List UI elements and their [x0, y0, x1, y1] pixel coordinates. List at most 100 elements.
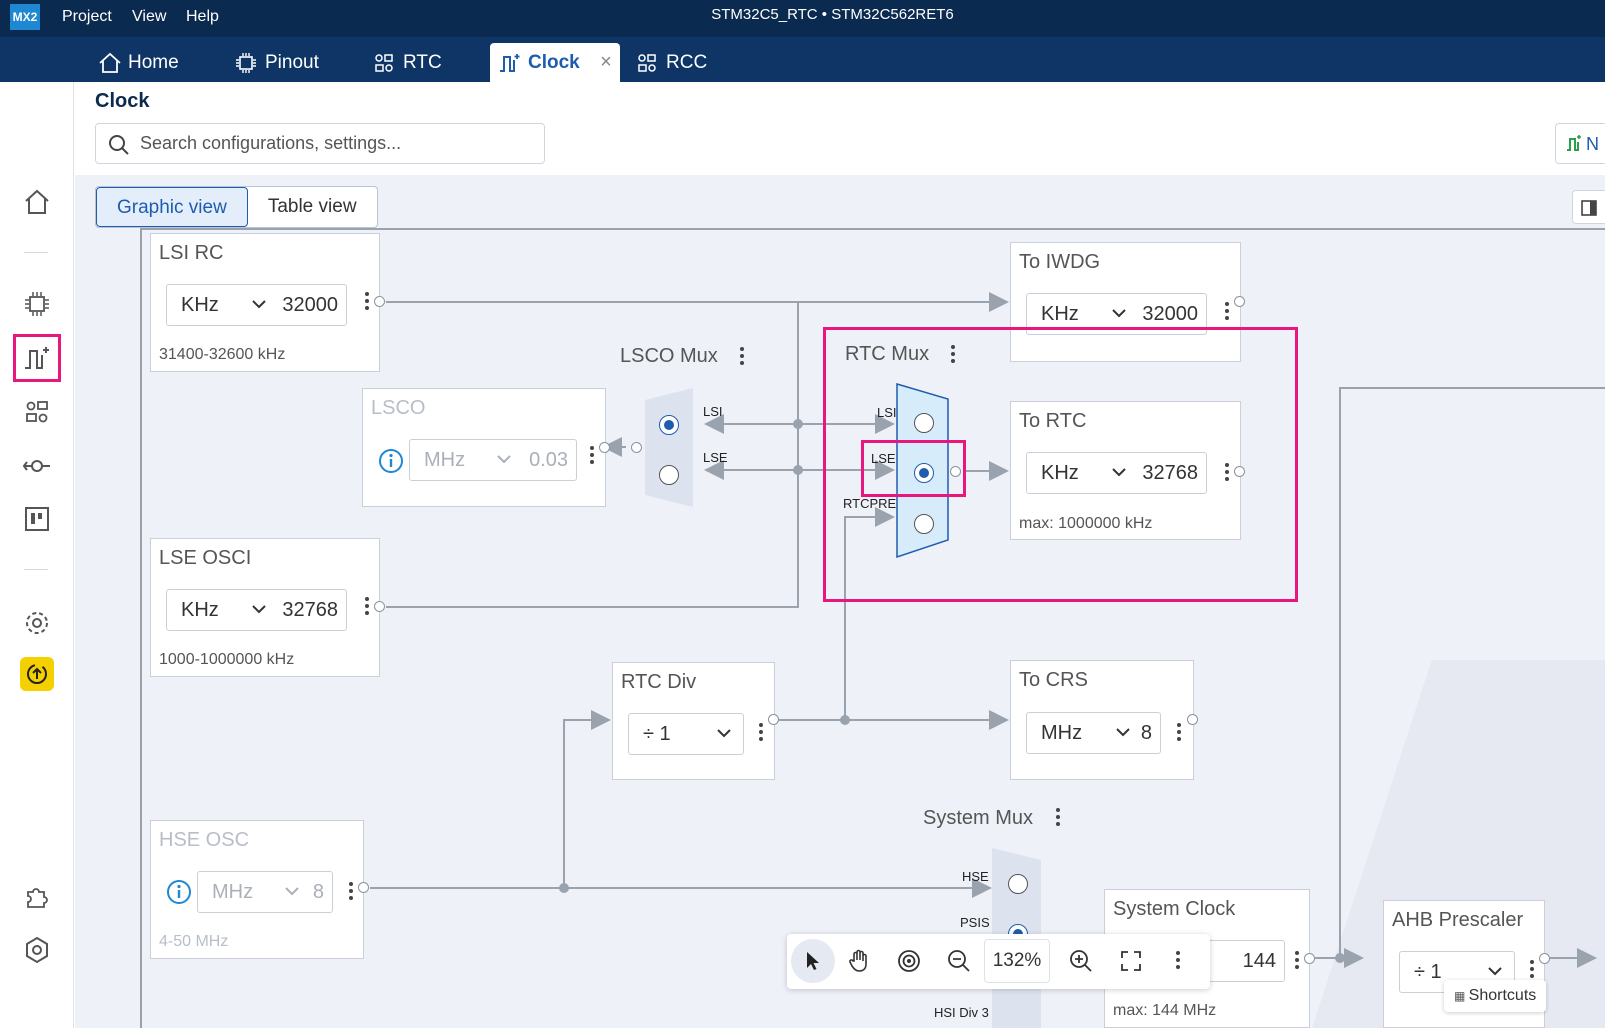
search-input[interactable] — [140, 124, 540, 163]
system-mux-radio-hse[interactable] — [1008, 874, 1028, 894]
canvas-toolbar: 132% — [787, 934, 1210, 989]
menu-help[interactable]: Help — [186, 8, 219, 25]
output-port[interactable] — [1304, 953, 1315, 964]
rail-middleware[interactable] — [20, 449, 54, 483]
close-icon[interactable]: × — [600, 51, 612, 73]
rtc-mux-radio-rtcpre[interactable] — [914, 514, 934, 534]
kebab-menu-icon[interactable] — [365, 292, 371, 313]
window-title: STM32C5_RTC • STM32C562RET6 — [711, 6, 954, 23]
search-icon — [109, 135, 129, 155]
side-panel-toggle[interactable] — [1572, 190, 1605, 224]
kebab-menu-icon[interactable] — [365, 597, 371, 618]
pan-tool-button[interactable] — [837, 939, 881, 983]
kebab-menu-icon[interactable] — [740, 347, 746, 368]
zoom-in-icon — [1070, 950, 1092, 972]
rail-pinout[interactable] — [20, 287, 54, 321]
output-port[interactable] — [374, 296, 385, 307]
rtc-div-prescaler-select[interactable]: ÷ 1 — [628, 713, 744, 755]
more-options-button[interactable] — [1157, 939, 1201, 983]
unit-select[interactable]: MHz — [1041, 722, 1083, 744]
rtc-mux-radio-lse[interactable] — [914, 463, 934, 483]
tab-rcc[interactable]: RCC — [628, 43, 707, 82]
kebab-menu-icon[interactable] — [1225, 302, 1231, 323]
kebab-menu-icon — [1176, 950, 1182, 972]
table-view-button[interactable]: Table view — [267, 196, 357, 217]
rail-peripherals[interactable] — [20, 395, 54, 429]
block-title: System Clock — [1113, 898, 1236, 920]
output-port[interactable] — [768, 714, 779, 725]
unit-select[interactable]: KHz — [181, 294, 219, 316]
kebab-menu-icon[interactable] — [1295, 951, 1301, 972]
frequency-value[interactable]: 32768 — [282, 599, 338, 621]
left-rail — [0, 82, 74, 1028]
graphic-view-button[interactable]: Graphic view — [96, 187, 248, 227]
rail-board[interactable] — [20, 502, 54, 536]
shortcuts-button[interactable]: ▦ Shortcuts — [1444, 980, 1547, 1012]
rail-home[interactable] — [20, 185, 54, 219]
output-port[interactable] — [358, 882, 369, 893]
to-iwdg-block: To IWDG KHz 32000 — [1010, 242, 1241, 362]
mux-output-port[interactable] — [950, 466, 961, 477]
frequency-value[interactable]: 32000 — [282, 294, 338, 316]
block-title: To IWDG — [1019, 251, 1101, 273]
tab-home[interactable]: Home — [90, 43, 179, 82]
unit-select[interactable]: KHz — [1041, 462, 1079, 484]
puzzle-icon — [27, 888, 48, 908]
zoom-in-button[interactable] — [1059, 939, 1103, 983]
kebab-menu-icon[interactable] — [1225, 463, 1231, 484]
output-port[interactable] — [1539, 953, 1550, 964]
unit-select[interactable]: KHz — [181, 599, 219, 621]
fit-screen-button[interactable] — [1109, 939, 1153, 983]
zoom-out-button[interactable] — [937, 939, 981, 983]
peripheral-icon — [26, 401, 48, 423]
info-icon[interactable] — [378, 448, 404, 474]
tab-pinout[interactable]: Pinout — [227, 43, 319, 82]
output-port[interactable] — [374, 601, 385, 612]
unit-select[interactable]: KHz — [1041, 303, 1079, 325]
lsco-mux-title: LSCO Mux — [620, 345, 718, 367]
connector-icon — [23, 460, 50, 472]
focus-button[interactable] — [887, 939, 931, 983]
kebab-menu-icon[interactable] — [759, 723, 765, 744]
kebab-menu-icon[interactable] — [1056, 808, 1062, 829]
lse-osc-frequency-field[interactable]: KHz 32768 — [166, 589, 347, 631]
lsco-block: LSCO MHz 0.03 — [362, 388, 606, 507]
rail-preferences[interactable] — [20, 933, 54, 967]
menu-view[interactable]: View — [132, 8, 167, 25]
output-port[interactable] — [1234, 296, 1245, 307]
new-project-button[interactable]: N — [1555, 123, 1605, 164]
info-icon[interactable] — [166, 879, 192, 905]
block-title: HSE OSC — [159, 829, 250, 851]
tab-rtc[interactable]: RTC — [365, 43, 442, 82]
hse-osc-frequency-field: MHz 8 — [197, 871, 333, 913]
menu-project[interactable]: Project — [62, 8, 112, 25]
rtc-mux-radio-lsi[interactable] — [914, 413, 934, 433]
search-box[interactable] — [95, 123, 545, 164]
chevron-down-icon — [717, 729, 731, 738]
lsi-rc-frequency-field[interactable]: KHz 32000 — [166, 284, 347, 326]
mux-output-port[interactable] — [631, 442, 642, 453]
rtc-mux-title: RTC Mux — [845, 343, 930, 365]
output-port[interactable] — [1187, 714, 1198, 725]
kebab-menu-icon[interactable] — [1177, 723, 1183, 744]
select-tool-button[interactable] — [791, 939, 835, 983]
kebab-menu-icon[interactable] — [590, 446, 596, 467]
kebab-menu-icon[interactable] — [349, 882, 355, 903]
rail-settings-gear[interactable] — [20, 606, 54, 640]
kebab-menu-icon[interactable] — [1530, 960, 1536, 981]
lsco-mux-radio-lse[interactable] — [659, 465, 679, 485]
signal-label: HSE — [962, 869, 989, 884]
signal-label: LSI — [703, 404, 723, 419]
rail-extensions[interactable] — [20, 880, 54, 914]
input-port[interactable] — [599, 442, 610, 453]
kebab-menu-icon[interactable] — [951, 345, 957, 366]
tab-clock[interactable]: Clock × — [490, 43, 620, 82]
lsco-mux-radio-lsi[interactable] — [659, 415, 679, 435]
rail-clock[interactable] — [13, 334, 61, 382]
lsco-frequency-field: MHz 0.03 — [409, 439, 577, 481]
zoom-level[interactable]: 132% — [984, 939, 1050, 983]
gear-icon — [26, 612, 48, 634]
rail-generate-code[interactable] — [20, 657, 54, 691]
chevron-down-icon — [252, 300, 266, 309]
output-port[interactable] — [1234, 466, 1245, 477]
